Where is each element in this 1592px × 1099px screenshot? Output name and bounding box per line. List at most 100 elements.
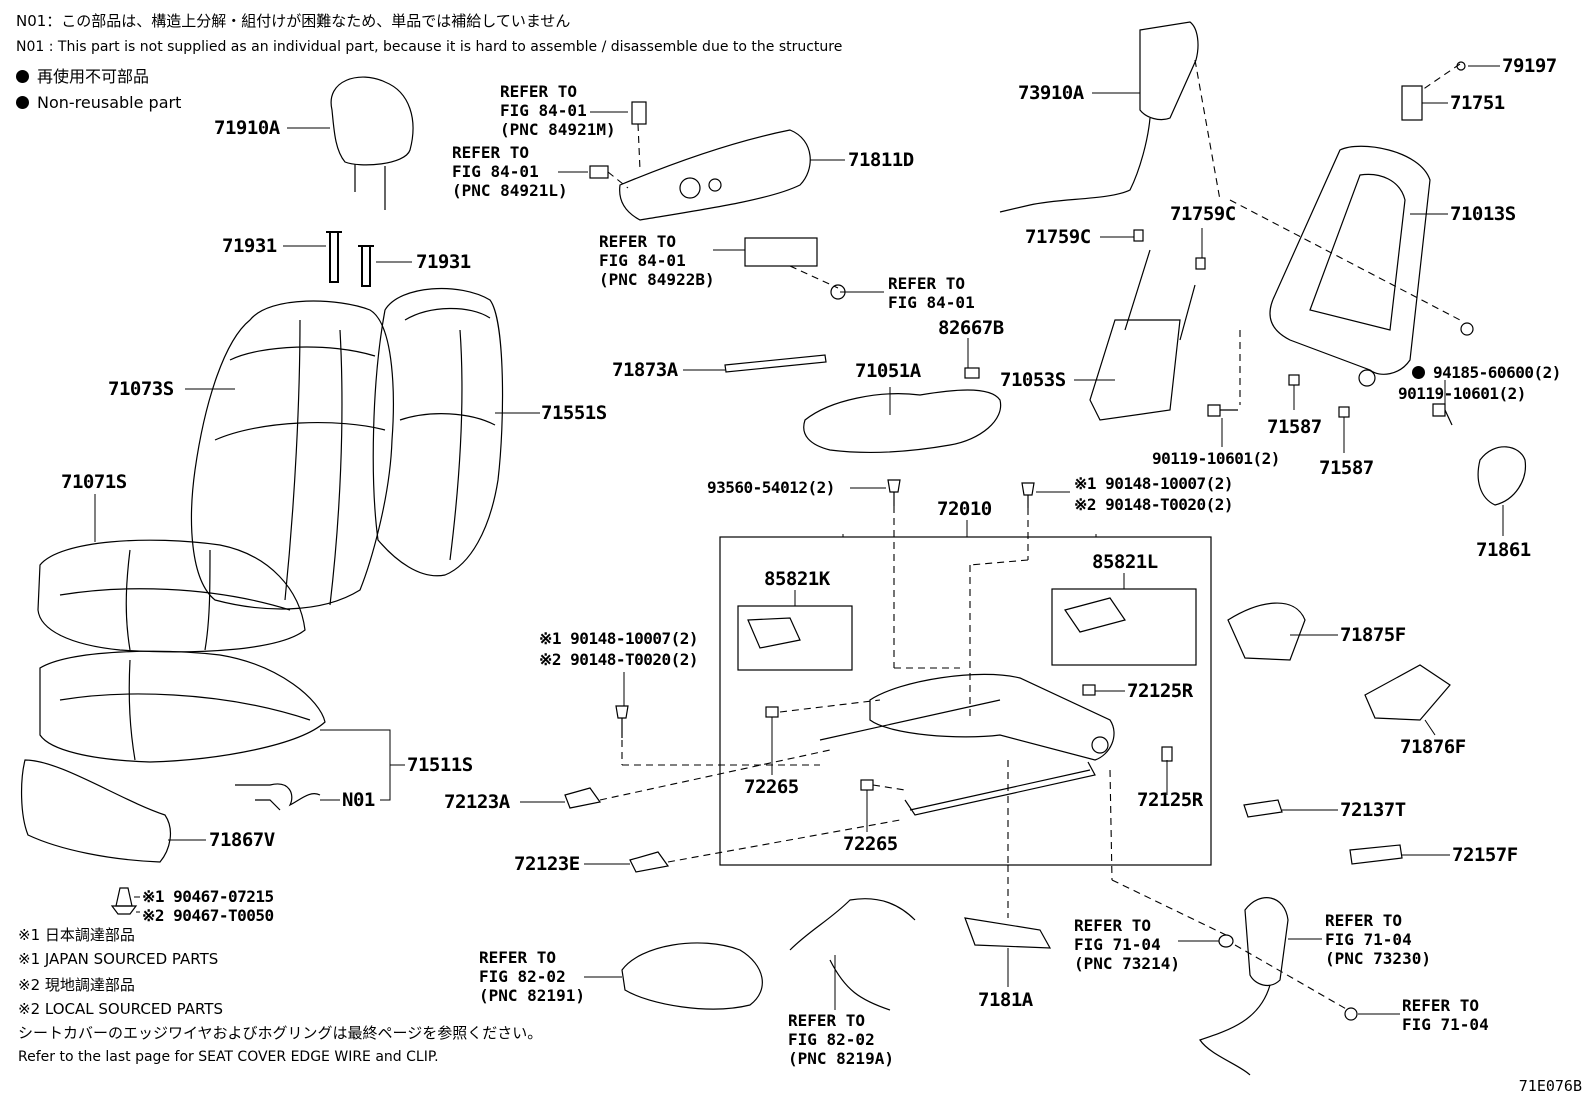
footer-edge-wire-en: Refer to the last page for SEAT COVER ED… — [18, 1049, 439, 1065]
part-71910A[interactable]: 71910A — [214, 117, 280, 139]
slide-7181A-illustration — [964, 917, 1052, 949]
buckle-73230-illustration — [1244, 897, 1289, 987]
part-90119-right[interactable]: 90119-10601(2) — [1398, 384, 1526, 403]
refer-8219A[interactable]: REFER TO FIG 82-02 (PNC 8219A) — [788, 1011, 894, 1068]
refer-84-01-line1: REFER TO — [888, 274, 966, 293]
part-90148-top-local[interactable]: ※2 90148-T0020(2) — [1074, 495, 1234, 514]
cover-72157F-illustration — [1349, 844, 1403, 865]
refer-82191[interactable]: REFER TO FIG 82-02 (PNC 82191) — [479, 948, 585, 1005]
refer-84-01[interactable]: REFER TO FIG 84-01 — [888, 274, 975, 312]
airbag-harness — [999, 117, 1151, 213]
part-71587-upper[interactable]: 71587 — [1267, 416, 1322, 438]
part-71861[interactable]: 71861 — [1476, 539, 1531, 561]
part-71053S[interactable]: 71053S — [1000, 369, 1066, 391]
part-71013S[interactable]: 71013S — [1450, 203, 1516, 225]
part-85821K[interactable]: 85821K — [764, 568, 830, 590]
footer-edge-wire-jp: シートカバーのエッジワイヤおよびホグリングは最終ページを参照ください。 — [18, 1024, 543, 1042]
refer-84921M[interactable]: REFER TO FIG 84-01 (PNC 84921M) — [500, 82, 616, 139]
nonreusable-dot-icon — [16, 96, 29, 109]
part-94185-60600-text: 94185-60600(2) — [1433, 363, 1561, 382]
buckle-harness — [1199, 984, 1271, 1076]
refer-82191-line1: REFER TO — [479, 948, 557, 967]
part-90148-top-jp[interactable]: ※1 90148-10007(2) — [1074, 474, 1234, 493]
refer-71-04[interactable]: REFER TO FIG 71-04 — [1402, 996, 1489, 1034]
bracket-71053S-illustration — [1089, 319, 1181, 421]
part-71071S[interactable]: 71071S — [61, 471, 127, 493]
refer-8219A-line3: (PNC 8219A) — [788, 1049, 894, 1068]
part-90467-jp[interactable]: ※1 90467-07215 — [142, 887, 274, 906]
part-72157F[interactable]: 72157F — [1452, 844, 1518, 866]
headrest-support-illustration — [326, 231, 374, 287]
refer-73214[interactable]: REFER TO FIG 71-04 (PNC 73214) — [1074, 916, 1180, 973]
part-72010[interactable]: 72010 — [937, 498, 992, 520]
clip-79197-illustration — [1456, 61, 1466, 71]
front-trim-illustration — [20, 759, 172, 863]
clip-illustration — [110, 887, 138, 915]
part-71811D[interactable]: 71811D — [848, 149, 914, 171]
part-90148-left-jp[interactable]: ※1 90148-10007(2) — [539, 629, 699, 648]
refer-73230-line3: (PNC 73230) — [1325, 949, 1431, 968]
part-73910A[interactable]: 73910A — [1018, 82, 1084, 104]
refer-73230-line2: FIG 71-04 — [1325, 930, 1412, 949]
part-71867V[interactable]: 71867V — [209, 829, 275, 851]
part-71759C-left[interactable]: 71759C — [1025, 226, 1091, 248]
nonreusable-dot-icon — [16, 70, 29, 83]
part-85821L[interactable]: 85821L — [1092, 551, 1158, 573]
part-93560-54012[interactable]: 93560-54012(2) — [707, 478, 835, 497]
grommet-73214 — [1218, 934, 1234, 948]
part-71759C-right[interactable]: 71759C — [1170, 203, 1236, 225]
part-N01[interactable]: N01 — [342, 789, 375, 811]
part-72125R-upper[interactable]: 72125R — [1127, 680, 1193, 702]
part-71551S[interactable]: 71551S — [541, 402, 607, 424]
refer-82191-line3: (PNC 82191) — [479, 986, 585, 1005]
part-71931-right[interactable]: 71931 — [416, 251, 471, 273]
part-71931-left[interactable]: 71931 — [222, 235, 277, 257]
part-71873A[interactable]: 71873A — [612, 359, 678, 381]
part-72137T[interactable]: 72137T — [1340, 799, 1406, 821]
part-90467-local[interactable]: ※2 90467-T0050 — [142, 906, 274, 925]
dashed-lines — [599, 59, 1461, 1011]
part-71875F[interactable]: 71875F — [1340, 624, 1406, 646]
part-71876F[interactable]: 71876F — [1400, 736, 1466, 758]
part-72265-upper[interactable]: 72265 — [744, 776, 799, 798]
part-7181A[interactable]: 7181A — [978, 989, 1033, 1011]
note-nonreusable-jp: 再使用不可部品 — [16, 66, 149, 88]
harness-71051A-illustration — [803, 389, 1002, 454]
part-82667B[interactable]: 82667B — [938, 317, 1004, 339]
refer-84922B-line1: REFER TO — [599, 232, 677, 251]
part-72125R-lower[interactable]: 72125R — [1137, 789, 1203, 811]
headrest-illustration — [330, 76, 414, 210]
refer-82191-line2: FIG 82-02 — [479, 967, 566, 986]
part-71511S[interactable]: 71511S — [407, 754, 473, 776]
part-90119-left[interactable]: 90119-10601(2) — [1152, 449, 1280, 468]
harness-n01-illustration — [235, 783, 321, 811]
nonreusable-en-text: Non-reusable part — [37, 93, 182, 112]
footer-japan-sourced-jp: ※1 日本調達部品 — [18, 926, 135, 944]
part-90148-left-local[interactable]: ※2 90148-T0020(2) — [539, 650, 699, 669]
harness-82191-illustration — [621, 942, 763, 1010]
airbag-73910A-illustration — [1139, 21, 1199, 121]
refer-73230[interactable]: REFER TO FIG 71-04 (PNC 73230) — [1325, 911, 1431, 968]
part-79197[interactable]: 79197 — [1502, 55, 1557, 77]
refer-73214-line2: FIG 71-04 — [1074, 935, 1161, 954]
refer-84922B[interactable]: REFER TO FIG 84-01 (PNC 84922B) — [599, 232, 715, 289]
footer-local-sourced-en: ※2 LOCAL SOURCED PARTS — [18, 1000, 223, 1018]
part-71051A[interactable]: 71051A — [855, 360, 921, 382]
footer-local-sourced-jp: ※2 現地調達部品 — [18, 976, 135, 994]
part-71073S[interactable]: 71073S — [108, 378, 174, 400]
refer-84922B-line3: (PNC 84922B) — [599, 270, 715, 289]
part-72123E[interactable]: 72123E — [514, 853, 580, 875]
refer-84-01-line2: FIG 84-01 — [888, 293, 975, 312]
refer-84921L-line3: (PNC 84921L) — [452, 181, 568, 200]
part-94185-60600[interactable]: 94185-60600(2) — [1412, 363, 1561, 383]
part-72265-lower[interactable]: 72265 — [843, 833, 898, 855]
part-72123A[interactable]: 72123A — [444, 791, 510, 813]
part-71751[interactable]: 71751 — [1450, 92, 1505, 114]
note-n01-jp: N01：この部品は、構造上分解・組付けが困難なため、単品では補給していません — [16, 12, 571, 30]
refer-84921L[interactable]: REFER TO FIG 84-01 (PNC 84921L) — [452, 143, 568, 200]
trim-71751-illustration — [1401, 85, 1423, 121]
part-71587-lower[interactable]: 71587 — [1319, 457, 1374, 479]
motor-illustrations — [747, 597, 1126, 649]
